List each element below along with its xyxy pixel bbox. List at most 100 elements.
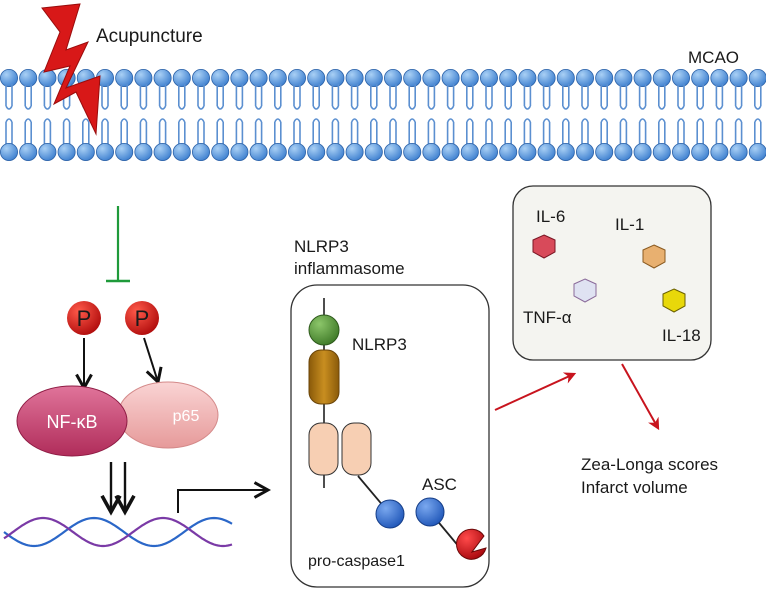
lipid-head (691, 69, 710, 88)
lipid-tail (5, 118, 13, 144)
lipid-tail (43, 84, 52, 110)
lipid-tail (542, 118, 551, 144)
inflammasome-title-line1: NLRP3 (294, 237, 349, 256)
mcao-label: MCAO (688, 48, 739, 67)
lipid-tail (523, 118, 532, 144)
lipid-tail (677, 118, 685, 144)
lipid-head (57, 142, 76, 161)
lipid-tail (274, 118, 282, 144)
lipid-tail (504, 84, 512, 110)
lipid-tail (370, 84, 378, 110)
lipid-head (287, 142, 306, 161)
lipid-tail (274, 84, 282, 110)
lipid-tail (254, 118, 263, 144)
inflammasome-title-line2: inflammasome (294, 259, 405, 278)
lipid-head (345, 142, 364, 161)
il6-hexagon-icon (532, 234, 556, 259)
nfkb-p65-complex: NF-κB p65 (16, 381, 219, 457)
lipid-head (383, 142, 402, 161)
lipid-tail (523, 84, 532, 110)
lipid-head (115, 69, 134, 88)
acupuncture-lightning-icon (41, 3, 101, 136)
phosphate-label-2: P (135, 306, 150, 331)
lipid-head (19, 69, 38, 88)
inhibition-symbol (106, 206, 130, 283)
lipid-head (172, 69, 191, 88)
lipid-tail (619, 118, 628, 144)
lipid-tail (101, 118, 109, 144)
tnfa-label: TNF-α (523, 308, 572, 327)
lipid-tail (350, 84, 359, 110)
lipid-head (326, 69, 345, 88)
lipid-tail (43, 118, 52, 144)
lipid-head (287, 69, 306, 88)
lipid-tail (562, 84, 570, 110)
lipid-head (479, 69, 498, 88)
arrow-p2-to-p65 (143, 337, 158, 382)
lipid-head (595, 142, 614, 161)
lipid-head (345, 69, 364, 88)
lipid-tail (504, 118, 512, 144)
lipid-head (499, 142, 518, 161)
lipid-head (479, 142, 498, 161)
lipid-tail (235, 84, 244, 110)
lipid-head (710, 142, 729, 161)
outcome-line1: Zea-Longa scores (581, 455, 718, 474)
lipid-head (191, 142, 210, 161)
lipid-tail (600, 118, 608, 144)
lipid-tail (466, 118, 474, 144)
nlrp3-lrr-domain-1 (308, 422, 339, 476)
lipid-tail (293, 118, 301, 144)
lipid-tail (734, 84, 743, 110)
lipid-head (134, 142, 153, 161)
lipid-head (729, 142, 748, 161)
lipid-tail (581, 118, 589, 144)
lipid-head (230, 142, 249, 161)
lipid-tail (562, 118, 570, 144)
lipid-head (633, 69, 652, 88)
lipid-head (307, 69, 326, 88)
lipid-tail (216, 84, 224, 110)
lipid-head (460, 69, 479, 88)
asc-domain-2 (415, 497, 445, 527)
lipid-tail (658, 84, 666, 110)
lipid-tail (254, 84, 263, 110)
lipid-head (614, 69, 633, 88)
lipid-head (0, 69, 18, 87)
lipid-head (422, 69, 441, 88)
nlrp3-lrr-domain-2 (341, 422, 372, 476)
lipid-head (460, 142, 479, 161)
lipid-head (268, 142, 287, 161)
lipid-tail (638, 118, 647, 144)
lipid-tail (178, 118, 186, 144)
lipid-tail (734, 118, 743, 144)
il18-label: IL-18 (662, 326, 701, 345)
lipid-tail (446, 118, 455, 144)
lipid-head (537, 142, 556, 161)
pro-caspase1-label: pro-caspase1 (308, 553, 405, 570)
lipid-tail (197, 118, 205, 144)
lipid-tail (754, 118, 762, 144)
lipid-head (249, 142, 268, 161)
dna-double-helix (3, 516, 233, 548)
nfkb-subunit (16, 385, 128, 457)
lipid-head (556, 142, 575, 161)
lipid-tail (427, 84, 436, 110)
lipid-head (403, 142, 422, 161)
tnfa-hexagon-icon (573, 278, 597, 303)
lipid-head (153, 142, 172, 161)
phosphate-label-1: P (77, 306, 92, 331)
lipid-tail (715, 118, 724, 144)
p65-label: p65 (173, 408, 200, 425)
lipid-head (134, 69, 153, 88)
lipid-tail (120, 84, 128, 110)
lipid-tail (312, 84, 320, 110)
lipid-tail (696, 84, 704, 110)
lipid-tail (446, 84, 455, 110)
il6-label: IL-6 (536, 207, 565, 226)
arrow-cytokines-to-outcome (621, 363, 660, 431)
lipid-tail (101, 84, 109, 110)
lipid-head (326, 142, 345, 161)
lipid-tail (389, 84, 397, 110)
